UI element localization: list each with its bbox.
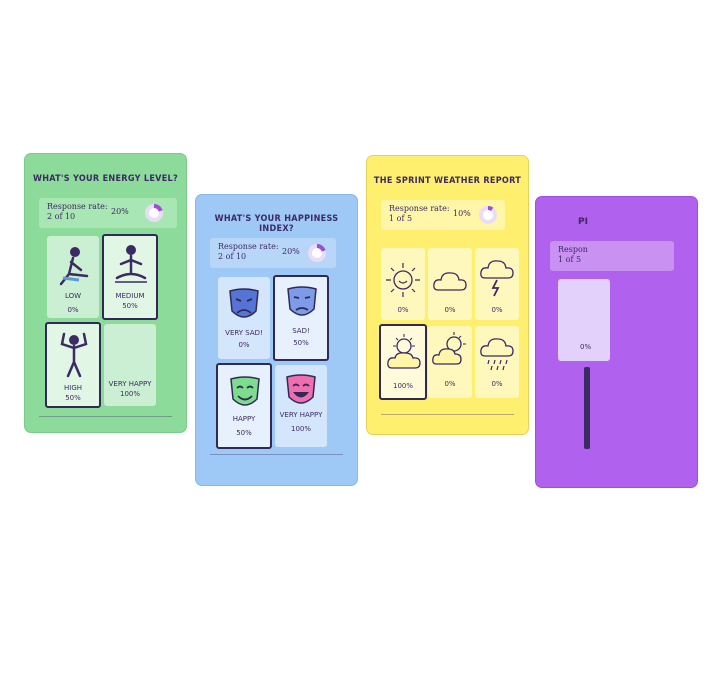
- option-label: VERY SAD!: [225, 329, 263, 337]
- option-percent: 0%: [491, 380, 503, 388]
- option-percent: 50%: [293, 339, 309, 347]
- option-label: SAD!: [292, 327, 310, 335]
- card-divider: [210, 454, 343, 455]
- option-percent: 50%: [122, 302, 138, 310]
- option-cloudy[interactable]: 0%: [428, 248, 472, 320]
- response-rate-box: Response rate: 2 of 10 20%: [39, 198, 177, 228]
- option-percent: 0%: [580, 343, 592, 351]
- option-percent: 0%: [491, 306, 503, 314]
- option-percent: 50%: [65, 394, 81, 402]
- sad-mask-icon: [287, 286, 317, 316]
- cards-viewport: WHAT'S YOUR ENERGY LEVEL? Response rate:…: [25, 154, 697, 487]
- option-very-happy[interactable]: VERY HAPPY 100%: [104, 324, 156, 406]
- response-rate-label: Response rate: 1 of 5: [389, 204, 450, 223]
- option-sad[interactable]: SAD! 50%: [273, 275, 329, 361]
- response-rate-percent: 20%: [111, 207, 129, 216]
- option-label: MEDIUM: [115, 292, 145, 300]
- option-sunny[interactable]: 0%: [381, 248, 425, 320]
- option-label: VERY HAPPY: [279, 411, 323, 419]
- option-medium[interactable]: MEDIUM 50%: [102, 234, 158, 320]
- option-label: VERY HAPPY: [108, 380, 152, 388]
- flexing-person-icon: [60, 332, 88, 378]
- option-percent: 100%: [119, 390, 140, 398]
- option-percent: 0%: [397, 306, 409, 314]
- card-title: WHAT'S YOUR ENERGY LEVEL?: [32, 174, 179, 184]
- option-very-happy[interactable]: VERY HAPPY 100%: [275, 365, 327, 447]
- rain-cloud-icon: [480, 338, 514, 371]
- happiness-index-card[interactable]: WHAT'S YOUR HAPPINESS INDEX? Response ra…: [196, 195, 357, 485]
- option-percent: 0%: [67, 306, 79, 314]
- option-percent: 50%: [236, 429, 252, 437]
- happy-mask-icon: [230, 376, 260, 406]
- very-happy-mask-icon: [286, 374, 316, 404]
- option-percent: 100%: [290, 425, 311, 433]
- option-high[interactable]: HIGH 50%: [45, 322, 101, 408]
- card-title: THE SPRINT WEATHER REPORT: [373, 176, 522, 186]
- response-rate-box: Response rate: 1 of 5 10%: [381, 200, 505, 230]
- option-label: HIGH: [63, 384, 83, 392]
- sun-cloud-icon: [432, 332, 466, 365]
- option-tile[interactable]: [584, 367, 590, 449]
- sprint-weather-card[interactable]: THE SPRINT WEATHER REPORT Response rate:…: [367, 156, 528, 434]
- option-happy[interactable]: HAPPY 50%: [216, 363, 272, 449]
- card-title: PI: [578, 217, 588, 227]
- response-rate-ring: [145, 204, 163, 222]
- response-rate-label: Response rate: 2 of 10: [47, 202, 108, 221]
- response-rate-label: Respon 1 of 5: [558, 245, 588, 264]
- option-very-sad[interactable]: VERY SAD! 0%: [218, 277, 270, 359]
- response-rate-box: Response rate: 2 of 10 20%: [210, 238, 336, 268]
- option-stormy[interactable]: 0%: [475, 248, 519, 320]
- meditating-person-icon: [115, 245, 147, 283]
- crying-mask-icon: [229, 288, 259, 318]
- energy-level-card[interactable]: WHAT'S YOUR ENERGY LEVEL? Response rate:…: [25, 154, 186, 432]
- storm-cloud-icon: [480, 260, 514, 297]
- purple-poll-card[interactable]: PI Respon 1 of 5 0%: [536, 197, 697, 487]
- response-rate-percent: 20%: [282, 247, 300, 256]
- option-percent: 0%: [444, 380, 456, 388]
- option-label: LOW: [64, 292, 82, 300]
- option-low[interactable]: LOW 0%: [47, 236, 99, 318]
- response-rate-label: Response rate: 2 of 10: [218, 242, 279, 261]
- response-rate-percent: 10%: [453, 209, 471, 218]
- option-sun-behind-cloud[interactable]: 100%: [379, 324, 427, 400]
- option-tile[interactable]: 0%: [558, 279, 610, 361]
- response-rate-ring: [308, 244, 326, 262]
- response-rate-box: Respon 1 of 5: [550, 241, 674, 271]
- option-percent: 0%: [238, 341, 250, 349]
- card-divider: [381, 414, 514, 415]
- option-rainy[interactable]: 0%: [475, 326, 519, 398]
- sun-icon: [386, 263, 420, 297]
- sitting-person-icon: [59, 247, 89, 286]
- option-percent: 100%: [392, 382, 413, 390]
- option-label: HAPPY: [232, 415, 256, 423]
- card-title: WHAT'S YOUR HAPPINESS INDEX?: [214, 214, 339, 234]
- response-rate-ring: [479, 206, 497, 224]
- card-divider: [39, 416, 172, 417]
- cloud-icon: [433, 272, 467, 291]
- option-partly-sunny[interactable]: 0%: [428, 326, 472, 398]
- option-percent: 0%: [444, 306, 456, 314]
- sun-behind-cloud-icon: [387, 334, 421, 369]
